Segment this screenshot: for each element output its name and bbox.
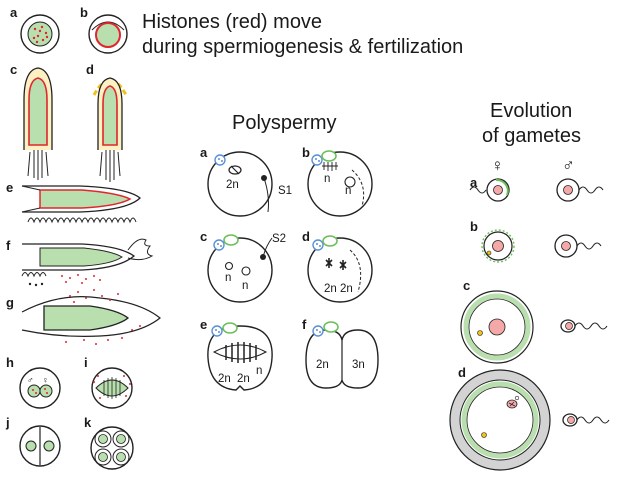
h-male-symbol-text: ♂ — [27, 375, 34, 385]
pb-n1-label: n — [324, 173, 330, 185]
polyspermy-panel-f-two-cell — [305, 321, 379, 389]
histone-panel-i-label: i — [84, 355, 88, 370]
title-line-2: during spermiogenesis & fertilization — [142, 36, 464, 58]
histone-panel-c-sperm — [23, 67, 53, 180]
pd-2n2-label: 2n — [340, 283, 353, 295]
s1-label: S1 — [278, 185, 292, 197]
histone-panel-g-sperm — [21, 289, 161, 345]
evolution-heading-line-2: of gametes — [482, 125, 581, 147]
histone-panel-a-cell — [20, 14, 60, 54]
histone-panel-g-label: g — [6, 295, 14, 310]
histone-panel-f-label: f — [6, 238, 11, 253]
histone-panel-b-label: b — [80, 5, 88, 20]
histone-panel-j-label: j — [6, 415, 10, 430]
evolution-panel-d-label: d — [458, 365, 466, 380]
polyspermy-panel-c-label: c — [200, 229, 208, 244]
evolution-d-male-gamete — [562, 413, 610, 427]
polyspermy-panel-d-label: d — [302, 229, 310, 244]
histone-panel-a-label: a — [10, 5, 18, 20]
evolution-a-female-gamete — [469, 178, 510, 202]
polyspermy-panel-b-label: b — [302, 145, 310, 160]
male-symbol: ♂ — [562, 156, 575, 175]
evolution-c-male-gamete — [560, 319, 608, 333]
female-symbol: ♀ — [491, 156, 504, 175]
histone-panel-k-four-cell — [90, 426, 134, 470]
h-female-symbol-text: ♀ — [42, 375, 49, 385]
histone-panel-b-cell — [88, 14, 128, 54]
pd-2n1-label: 2n — [324, 283, 337, 295]
polyspermy-panel-b-egg — [307, 150, 373, 217]
pe-2n1-label: 2n — [218, 373, 231, 385]
evolution-b-female-gamete — [481, 229, 515, 263]
evolution-a-male-gamete — [556, 178, 604, 202]
polyspermy-panel-d-egg — [307, 235, 373, 303]
histone-panel-e-spermatid — [21, 185, 141, 224]
histone-panel-e-label: e — [6, 180, 14, 195]
polyspermy-panel-a-label: a — [200, 145, 208, 160]
histone-panel-j-two-cell — [19, 425, 61, 467]
polyspermy-panel-c-egg — [207, 234, 273, 303]
pe-n-label: n — [256, 365, 262, 377]
polyspermy-panel-e-label: e — [200, 317, 208, 332]
histone-panel-h-label: h — [6, 355, 14, 370]
evolution-c-female-gamete — [460, 290, 534, 364]
histone-panel-i-mitosis — [91, 367, 133, 409]
pc-n2-label: n — [242, 280, 248, 292]
polyspermy-panel-a-egg — [207, 151, 273, 217]
s2-label: S2 — [272, 233, 286, 245]
pb-n2-label: n — [345, 185, 351, 197]
pa-2n-label: 2n — [226, 179, 239, 191]
pe-2n2-label: 2n — [237, 373, 250, 385]
evolution-d-female-gamete — [449, 369, 551, 471]
evolution-panel-c-label: c — [463, 278, 471, 293]
evolution-heading-line-1: Evolution — [490, 100, 573, 122]
pf-3n-label: 3n — [352, 359, 365, 371]
evolution-panel-b-label: b — [470, 219, 478, 234]
histone-panel-c-label: c — [10, 62, 18, 77]
polyspermy-panel-f-label: f — [302, 317, 307, 332]
histone-panel-h-zygote — [19, 367, 61, 409]
pf-2n-label: 2n — [316, 359, 329, 371]
histone-panel-k-label: k — [84, 415, 92, 430]
evolution-panel-a-label: a — [470, 175, 478, 190]
polyspermy-panel-e-egg — [207, 322, 273, 391]
histone-panel-f-spermatid — [21, 238, 154, 287]
histone-panel-d-label: d — [86, 62, 94, 77]
polyspermy-heading: Polyspermy — [232, 112, 337, 134]
pc-n1-label: n — [225, 272, 231, 284]
evolution-b-male-gamete — [554, 234, 602, 258]
histone-panel-d-sperm — [92, 77, 128, 182]
title-line-1: Histones (red) move — [142, 11, 323, 33]
